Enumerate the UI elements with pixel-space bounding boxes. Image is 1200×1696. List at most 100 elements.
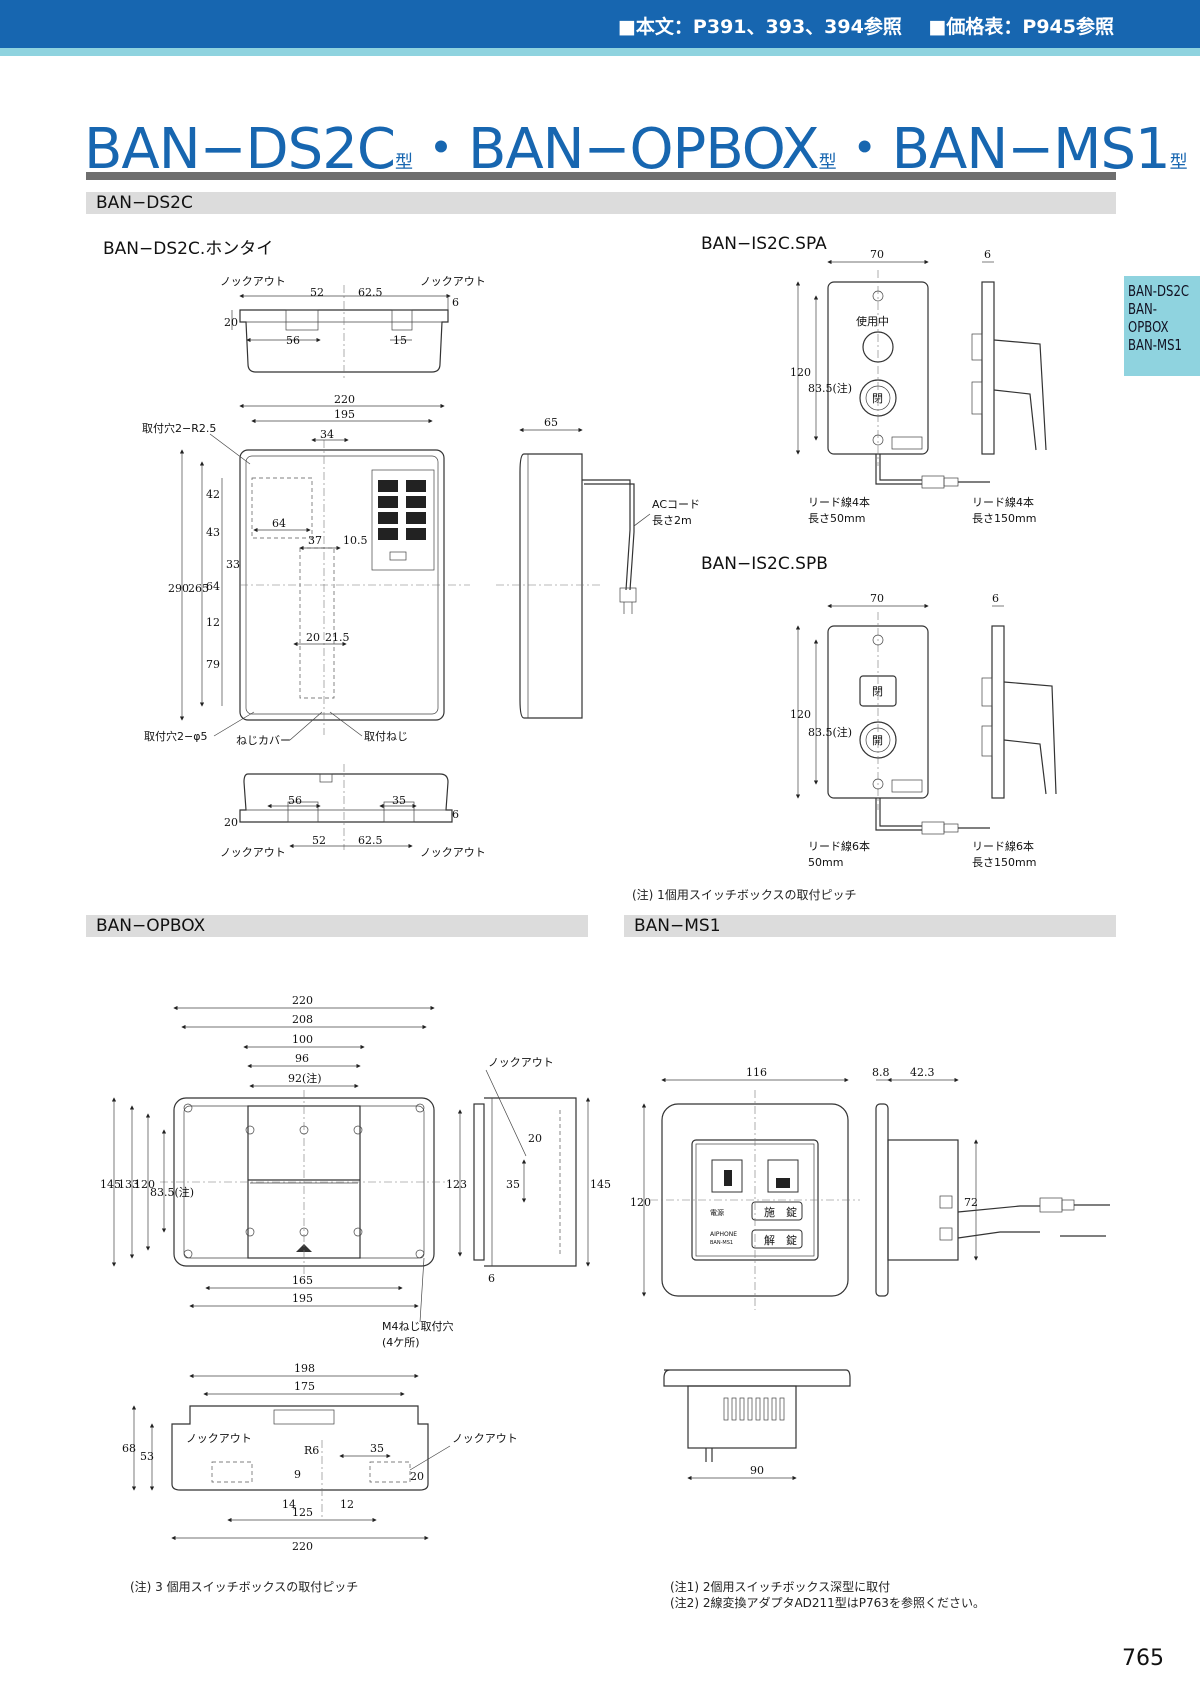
opbox-front-view: 220 208 100 96 92(注) 145 133 120 83.5(注)… [100,994,454,1349]
opbox-side-view: 123 145 35 20 6 ノックアウト [446,1056,611,1285]
label-power: 電源 [710,1208,724,1217]
dim-12-opbox: 12 [340,1498,354,1511]
dim-70-spa: 70 [870,248,884,261]
label-mount-hole-r: 取付穴2−R2.5 [142,421,216,435]
dim-208: 208 [292,1013,313,1026]
label-ac-length: 長さ2m [652,514,692,527]
subtitle-hontai: BAN−DS2C.ホンタイ [103,239,274,259]
subtitle-spa: BAN−IS2C.SPA [701,234,827,254]
dim-52-top: 52 [310,286,324,299]
dim-175: 175 [294,1380,315,1393]
label-knockout-opbox-right: ノックアウト [452,1432,518,1445]
dim-92-note: 92(注) [288,1071,322,1085]
subtitle-spb: BAN−IS2C.SPB [701,554,828,574]
dim-96: 96 [295,1052,309,1065]
dim-43: 43 [206,526,220,539]
dim-72: 72 [964,1196,978,1209]
dim-120-spa: 120 [790,366,811,379]
side-tab-line-1: BAN-DS2C [1128,282,1190,300]
label-knockout-top-right: ノックアウト [420,275,486,288]
dim-220-front: 220 [334,393,355,406]
spa-side-view: 6 [971,248,1047,455]
note-spb: (注) 1個用スイッチボックスの取付ピッチ [632,888,857,902]
label-four-places: (4ケ所) [382,1336,420,1349]
dim-52-bottom: 52 [312,834,326,847]
page-number: 765 [1122,1646,1164,1671]
note-opbox: (注) 3 個用スイッチボックスの取付ピッチ [130,1580,359,1594]
header-accent-line [0,48,1200,56]
label-m4-screw: M4ねじ取付穴 [382,1319,454,1333]
page-title: BAN−DS2C型・BAN−OPBOX型・BAN−MS1型 [84,104,1188,185]
dim-198: 198 [294,1362,315,1375]
header-bar [0,0,1200,48]
dim-90: 90 [750,1464,764,1477]
dim-68: 68 [122,1442,136,1455]
dim-6-spb: 6 [992,592,999,605]
dim-83-5-spa: 83.5(注) [808,381,852,395]
ms1-vents [723,1397,785,1421]
dim-125: 125 [292,1506,313,1519]
dim-15-top: 15 [393,334,407,347]
note-ms1-2: (注2) 2線変換アダプタAD211型はP763を参照ください。 [670,1596,985,1610]
dim-56-top: 56 [286,334,300,347]
dim-6-side: 6 [488,1272,495,1285]
side-tab-line-2: BAN- [1128,300,1158,318]
dim-133: 133 [118,1178,139,1191]
dim-265: 265 [188,582,209,595]
spb-front-view: 閉 開 70 120 83.5(注) リード線6本 50mm リード線6本 長さ… [790,592,1036,869]
label-mount-hole-d: 取付穴2−φ5 [144,729,207,743]
side-tab-line-3: OPBOX [1128,318,1169,336]
dim-10-5: 10.5 [343,534,368,547]
title-suffix-1: 型 [394,152,413,173]
dim-195-front: 195 [334,408,355,421]
side-index-tab[interactable]: BAN-DS2C BAN- OPBOX BAN-MS1 [1124,276,1200,376]
title-model-3: BAN−MS1 [891,117,1171,182]
label-spb-50mm: 50mm [808,856,843,869]
dim-34-front: 34 [320,428,334,441]
side-tab-line-4: BAN-MS1 [1128,336,1182,354]
dim-120-ms1: 120 [630,1196,651,1209]
opbox-bottom-view: 198 175 68 53 35 R6 9 20 14 12 125 220 ノ… [122,1362,518,1553]
label-spb-lead: リード線6本 [808,839,870,853]
dim-9: 9 [294,1468,301,1481]
dim-123: 123 [446,1178,467,1191]
dim-290: 290 [168,582,189,595]
label-spb-lead-r: リード線6本 [972,839,1034,853]
dim-79: 79 [206,658,220,671]
label-knockout-bottom-left: ノックアウト [220,846,286,859]
ds2c-bottom-view: 56 35 52 62.5 20 6 ノックアウト ノックアウト [220,764,486,859]
dim-20-top: 20 [224,316,238,329]
ds2c-top-view: 52 62.5 6 56 15 20 ノックアウト ノックアウト [220,275,486,380]
dim-21-5: 21.5 [325,631,350,644]
dim-100: 100 [292,1033,313,1046]
dim-12: 12 [206,616,220,629]
dim-20-front: 20 [306,631,320,644]
label-screw-cover: ねじカバー [236,734,291,747]
section-header-ds2c: BAN−DS2C [86,192,1116,214]
note-ms1-1: (注1) 2個用スイッチボックス深型に取付 [670,1580,891,1594]
label-knockout-top-left: ノックアウト [220,275,286,288]
ds2c-front-view: 220 195 34 290 265 42 43 64 12 79 33 64 … [142,393,470,747]
section-header-opbox: BAN−OPBOX [86,915,588,937]
dim-120-spb: 120 [790,708,811,721]
dim-r6: R6 [304,1444,319,1457]
ref-main-text: ■本文：P391、393、394参照 [617,16,902,38]
dim-56-bottom: 56 [288,794,302,807]
title-suffix-3: 型 [1169,152,1188,173]
title-rule [86,172,1116,180]
dim-220-opbox: 220 [292,994,313,1007]
label-knockout-bottom-right: ノックアウト [420,846,486,859]
dim-42-3: 42.3 [910,1066,935,1079]
ds2c-button-grid [378,480,426,561]
label-brand: AIPHONE [710,1231,737,1238]
label-spb-open: 開 [872,734,883,747]
label-in-use: 使用中 [856,315,889,328]
dim-53: 53 [140,1450,154,1463]
dim-35-bottom-opbox: 35 [370,1442,384,1455]
ref-price-text: ■価格表：P945参照 [928,16,1114,38]
label-model: BAN-MS1 [710,1240,733,1246]
ms1-bottom-view: 90 [663,1369,851,1481]
dim-6-top: 6 [452,296,459,309]
dim-8-8: 8.8 [872,1066,890,1079]
